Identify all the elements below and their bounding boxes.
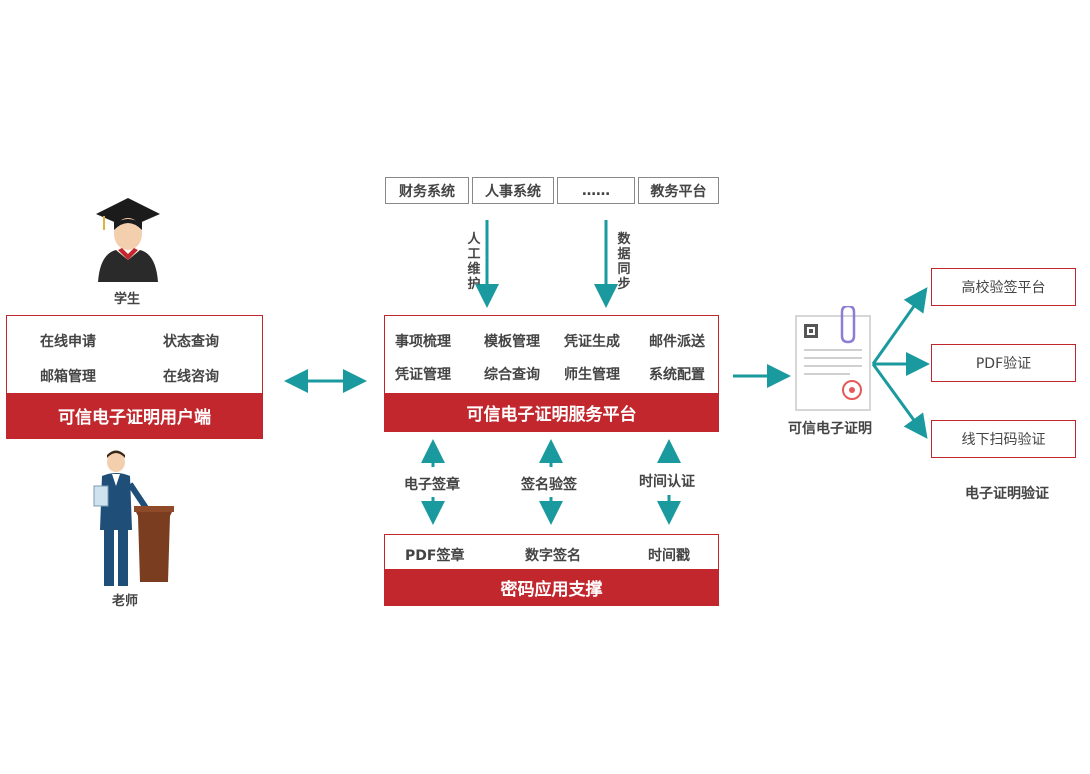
platform-box: 事项梳理 模板管理 凭证生成 邮件派送 凭证管理 综合查询 师生管理 系统配置 … [384, 315, 719, 432]
crypto-link-label: 时间认证 [639, 474, 695, 490]
platform-item: 系统配置 [649, 367, 705, 383]
platform-item: 凭证生成 [564, 334, 620, 350]
crypto-item: 时间戳 [648, 548, 690, 564]
client-item: 在线申请 [40, 334, 96, 350]
crypto-item: PDF签章 [405, 548, 465, 564]
source-system: 教务平台 [638, 177, 719, 204]
student-label: 学生 [114, 292, 141, 307]
platform-title: 可信电子证明服务平台 [385, 393, 718, 431]
user-client-box: 在线申请 状态查询 邮箱管理 在线咨询 可信电子证明用户端 [6, 315, 263, 439]
qr-code-icon [804, 324, 818, 338]
source-system: 人事系统 [472, 177, 554, 204]
verification-title: 电子证明验证 [965, 486, 1049, 502]
source-system: …… [557, 177, 635, 204]
client-item: 状态查询 [163, 334, 219, 350]
crypto-title: 密码应用支撑 [385, 569, 718, 605]
student-icon [96, 198, 160, 282]
source-systems: 财务系统 人事系统 …… 教务平台 [385, 177, 719, 204]
platform-item: 凭证管理 [395, 367, 451, 383]
verify-offline-scan-box: 线下扫码验证 [931, 420, 1076, 458]
platform-item: 师生管理 [564, 367, 620, 383]
client-item: 邮箱管理 [40, 369, 96, 385]
certificate-label: 可信电子证明 [788, 421, 872, 437]
crypto-box: PDF签章 数字签名 时间戳 密码应用支撑 [384, 534, 719, 606]
platform-item: 邮件派送 [649, 334, 705, 350]
seal-icon [842, 380, 862, 400]
crypto-item: 数字签名 [525, 548, 581, 564]
source-system: 财务系统 [385, 177, 469, 204]
crypto-link-label: 签名验签 [521, 477, 577, 493]
platform-item: 综合查询 [484, 367, 540, 383]
data-sync-label: 数据同步 [617, 232, 631, 292]
verify-pdf-box: PDF验证 [931, 344, 1076, 382]
platform-item: 事项梳理 [395, 334, 451, 350]
certificate-icon [795, 306, 871, 411]
client-item: 在线咨询 [163, 369, 219, 385]
user-client-title: 可信电子证明用户端 [7, 393, 262, 438]
paperclip-icon [840, 306, 856, 344]
crypto-link-label: 电子签章 [404, 477, 460, 493]
manual-maintenance-label: 人工维护 [467, 232, 481, 292]
teacher-label: 老师 [112, 594, 139, 609]
verify-platform-box: 高校验签平台 [931, 268, 1076, 306]
platform-item: 模板管理 [484, 334, 540, 350]
teacher-icon [93, 450, 174, 586]
